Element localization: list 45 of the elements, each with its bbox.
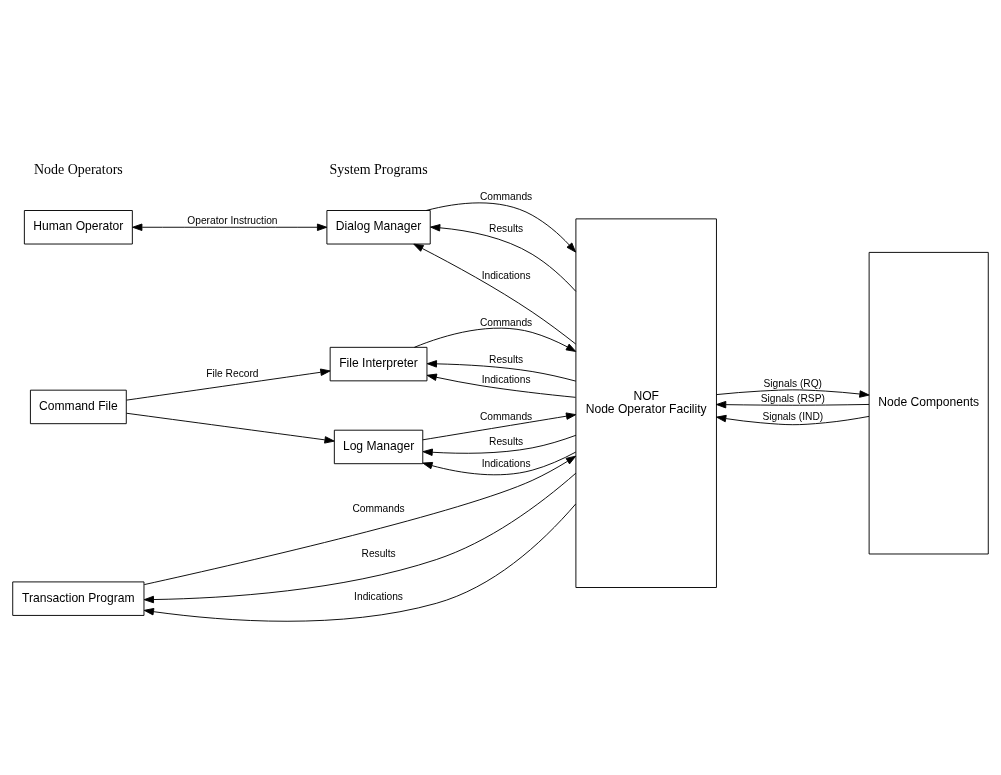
edge-label: Results [489,353,524,365]
edge-label: Indications [354,591,403,603]
arrow [426,360,577,382]
edge-label: Signals (IND) [762,410,824,422]
label: System Programs [329,161,428,177]
node-box: Dialog Manager [326,210,431,245]
arrow [716,389,870,398]
label: Node Operators [33,161,123,177]
arrow [143,503,577,622]
arrow [413,327,577,352]
arrow [425,202,577,253]
edge-label: Indications [481,270,531,282]
node-box: Human Operator [23,210,133,245]
arrow [143,455,577,586]
edge-label: Results [361,547,396,559]
arrow [143,472,577,604]
edge-label: Signals (RQ) [763,378,823,390]
node-box: File Interpreter [329,346,428,382]
node-box: Command File [29,389,127,425]
edge-label: Commands [479,316,533,328]
node-box: Transaction Program [12,581,145,616]
arrow [430,224,577,292]
edge-label: File Record [206,367,259,379]
edge-label: Indications [481,458,531,470]
arrow [716,400,870,409]
edge-label: Commands [479,191,533,203]
edge-label: Signals (RSP) [760,393,825,405]
arrow [126,412,335,444]
edge-label: Results [489,222,524,234]
node-box: Node Components [868,251,989,555]
arrow [126,368,331,401]
edge-label: Commands [479,410,533,422]
arrow [422,434,577,456]
arrow [413,243,577,345]
node-box: NOF Node Operator Facility [575,218,717,588]
arrow [132,223,328,231]
arrow [422,412,577,441]
edge-label: Results [489,435,524,447]
node-box: Log Manager [333,429,424,465]
edge-label: Indications [481,373,531,385]
arrow [426,373,576,398]
edge-label: Commands [352,502,405,514]
edge-label: Operator Instruction [187,215,278,227]
arrow [422,451,577,476]
arrow [716,414,870,426]
